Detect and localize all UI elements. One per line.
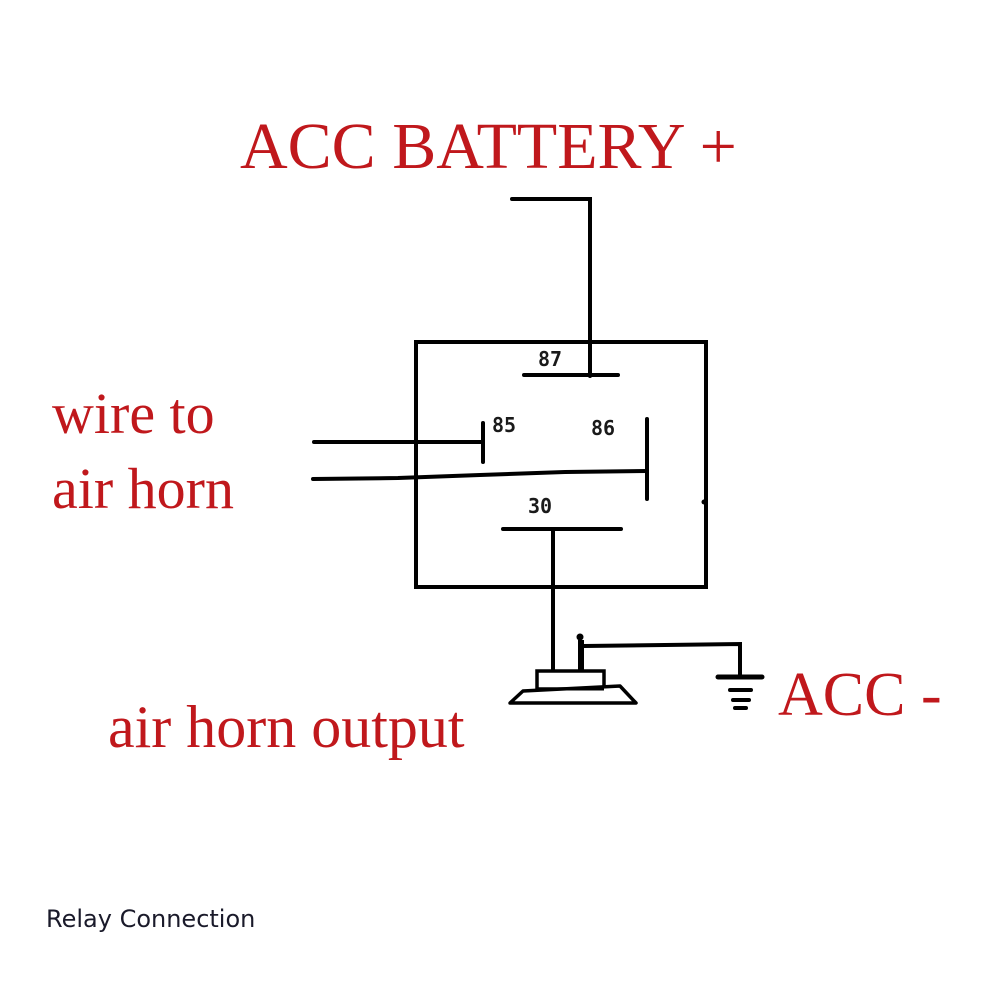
pin-85: 85 — [481, 413, 516, 464]
acc-battery-positive-label: ACC BATTERY + — [240, 110, 737, 183]
relay-box — [414, 340, 708, 589]
air-horn-output-label: air horn output — [108, 694, 465, 760]
air-horn-icon — [508, 633, 638, 705]
battery-positive-wire — [510, 197, 592, 378]
relay-box-tick — [701, 499, 707, 505]
pin-87: 87 — [522, 347, 620, 377]
wire-to-air-horn-label-line2: air horn — [52, 456, 234, 521]
pin-87-label: 87 — [538, 347, 562, 371]
wire-to-air-horn-label-line1: wire to — [52, 381, 215, 446]
acc-negative-label: ACC - — [778, 661, 942, 729]
pin-85-label: 85 — [492, 413, 516, 437]
ground-icon — [715, 674, 765, 710]
pin-30-label: 30 — [528, 494, 552, 518]
ground-wire — [582, 641, 742, 678]
pin-86-label: 86 — [591, 416, 615, 440]
image-caption: Relay Connection — [46, 905, 256, 933]
pin-30: 30 — [501, 494, 623, 531]
pin-86: 86 — [591, 416, 649, 501]
switch-wire-86 — [311, 469, 649, 481]
